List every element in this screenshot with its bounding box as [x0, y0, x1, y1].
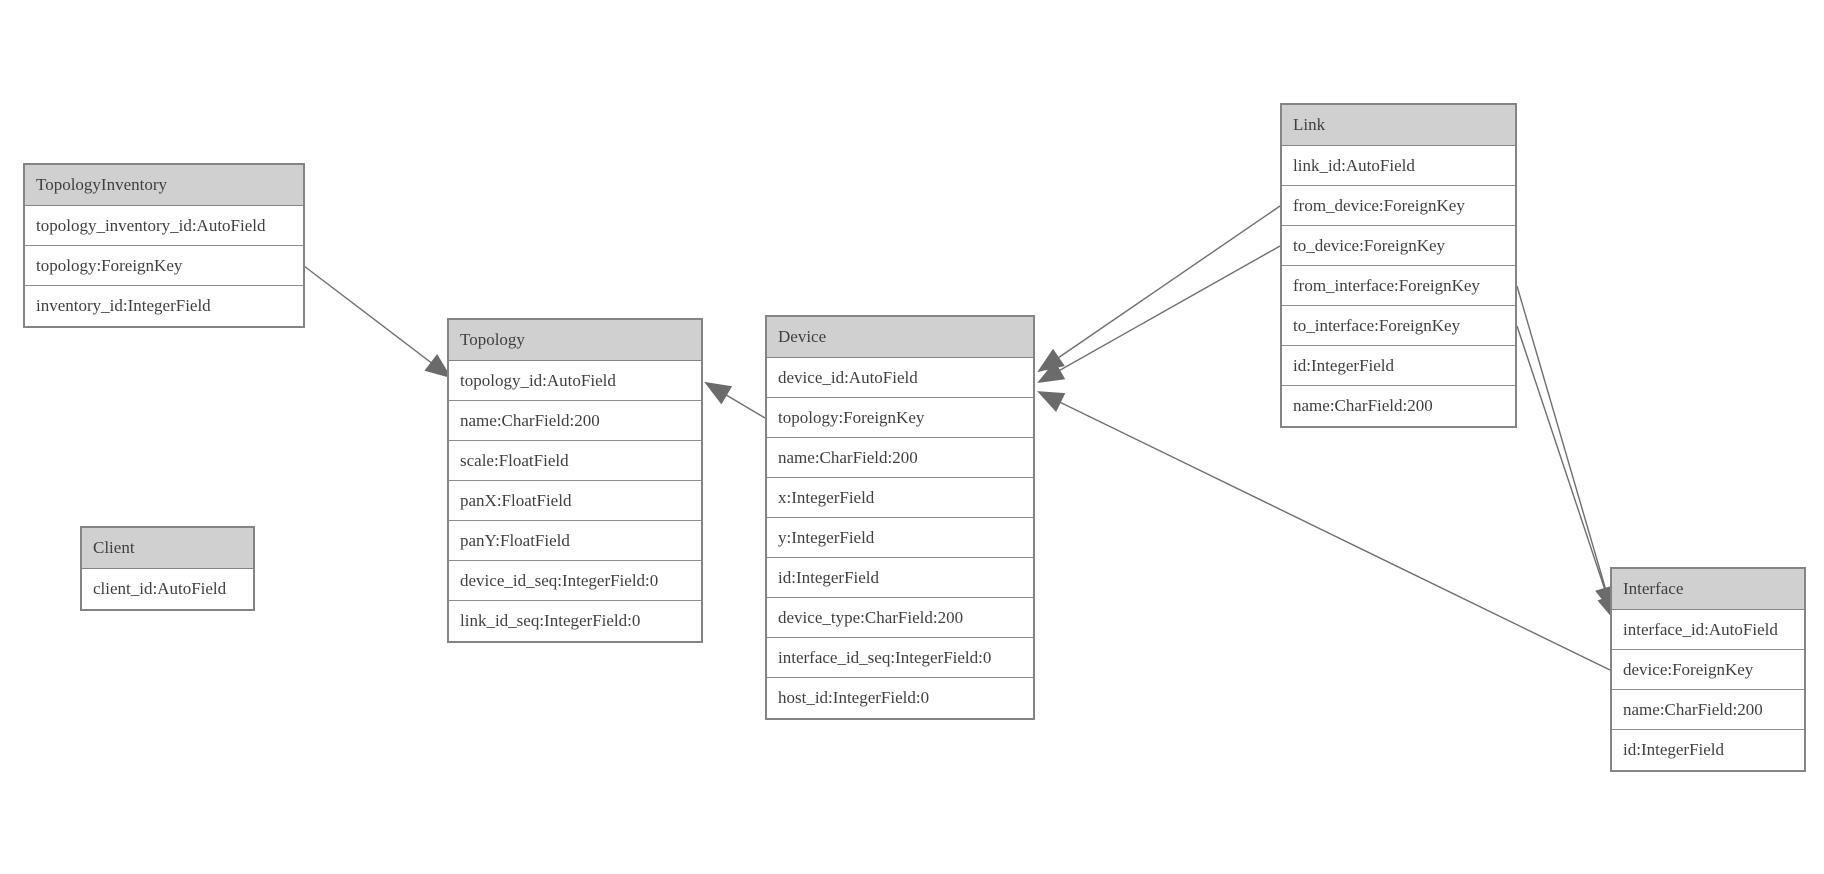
entity-table-device: Device device_id:AutoField topology:Fore… [765, 315, 1035, 720]
field-row: topology_inventory_id:AutoField [25, 206, 303, 246]
field-row: topology_id:AutoField [449, 361, 701, 401]
field-row: topology:ForeignKey [25, 246, 303, 286]
field-row: x:IntegerField [767, 478, 1033, 518]
field-row: host_id:IntegerField:0 [767, 678, 1033, 718]
field-row: topology:ForeignKey [767, 398, 1033, 438]
field-row: id:IntegerField [1282, 346, 1515, 386]
field-row: inventory_id:IntegerField [25, 286, 303, 326]
field-row: y:IntegerField [767, 518, 1033, 558]
edge-device-topology [704, 381, 766, 419]
field-row: panY:FloatField [449, 521, 701, 561]
field-row: panX:FloatField [449, 481, 701, 521]
table-header-topology: Topology [449, 320, 701, 361]
edge-link-fromdevice-device [1037, 205, 1281, 373]
field-row: from_interface:ForeignKey [1282, 266, 1515, 306]
table-header-device: Device [767, 317, 1033, 358]
edge-link-todevice-device [1037, 245, 1281, 384]
field-row: device_type:CharField:200 [767, 598, 1033, 638]
entity-table-topologyinventory: TopologyInventory topology_inventory_id:… [23, 163, 305, 328]
field-row: interface_id_seq:IntegerField:0 [767, 638, 1033, 678]
entity-table-client: Client client_id:AutoField [80, 526, 255, 611]
edge-link-frominterface-interface [1516, 285, 1616, 614]
field-row: name:CharField:200 [1282, 386, 1515, 426]
field-row: device_id:AutoField [767, 358, 1033, 398]
field-row: to_device:ForeignKey [1282, 226, 1515, 266]
table-header-link: Link [1282, 105, 1515, 146]
field-row: from_device:ForeignKey [1282, 186, 1515, 226]
field-row: name:CharField:200 [767, 438, 1033, 478]
field-row: name:CharField:200 [449, 401, 701, 441]
entity-table-topology: Topology topology_id:AutoField name:Char… [447, 318, 703, 643]
field-row: id:IntegerField [1612, 730, 1804, 770]
entity-table-interface: Interface interface_id:AutoField device:… [1610, 567, 1806, 772]
field-row: client_id:AutoField [82, 569, 253, 609]
field-row: id:IntegerField [767, 558, 1033, 598]
field-row: scale:FloatField [449, 441, 701, 481]
edge-link-tointerface-interface [1516, 325, 1618, 622]
field-row: to_interface:ForeignKey [1282, 306, 1515, 346]
table-header-interface: Interface [1612, 569, 1804, 610]
table-header-client: Client [82, 528, 253, 569]
edge-interface-device [1037, 391, 1611, 671]
field-row: interface_id:AutoField [1612, 610, 1804, 650]
edge-topologyinventory-topology [303, 265, 452, 379]
entity-table-link: Link link_id:AutoField from_device:Forei… [1280, 103, 1517, 428]
table-header-topologyinventory: TopologyInventory [25, 165, 303, 206]
field-row: link_id_seq:IntegerField:0 [449, 601, 701, 641]
field-row: link_id:AutoField [1282, 146, 1515, 186]
field-row: device_id_seq:IntegerField:0 [449, 561, 701, 601]
field-row: name:CharField:200 [1612, 690, 1804, 730]
field-row: device:ForeignKey [1612, 650, 1804, 690]
